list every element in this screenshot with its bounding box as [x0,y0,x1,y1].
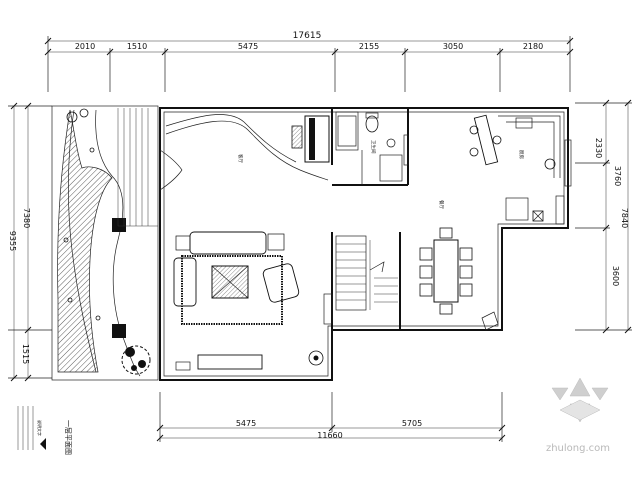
dim-top-seg-2: 1510 [127,42,147,51]
plan-legend: 说明文字 一层平面图 [17,406,72,455]
room-label-kitchen: 厨房 [518,150,525,159]
drawing-title: 一层平面图 [64,420,72,455]
living-room: 客厅 [165,114,333,371]
left-dimension-chain: 7380 9355 1515 [8,102,52,382]
bottom-dimension-chain: 5475 5705 11660 [156,392,506,442]
legend-notes: 说明文字 [37,420,43,436]
entry-steps [117,108,158,227]
dim-overall-top: 17615 [293,31,322,41]
dim-left-outer: 9355 [8,231,17,251]
dim-left-inner: 7380 [22,208,31,228]
tree-icon [121,345,151,375]
kitchen: 厨房 [469,114,561,222]
dim-top-seg-1: 2010 [75,42,95,51]
plant-icon [308,350,324,366]
shrub-group [63,108,101,321]
pillar-upper [112,218,126,232]
watermark-text: zhulong.com [546,443,610,454]
dim-bottom-seg-2: 5705 [402,419,422,428]
dim-left-bottom: 1515 [21,344,30,364]
room-label-living: 客厅 [237,154,244,163]
dim-top-seg-4: 2155 [359,42,379,51]
watermark-logo-icon [551,377,609,423]
room-label-bath: 卫生间 [370,140,377,154]
entry-door [159,149,183,191]
room-label-dining: 餐厅 [438,200,445,209]
tv-cabinet [197,354,263,370]
dining-area: 餐厅 [419,200,499,331]
sofa-set [173,231,300,307]
dim-right-outer: 7840 [620,208,629,228]
living-rug [181,255,283,325]
staircase [335,235,398,311]
pillar-lower [112,324,126,338]
dim-bottom-seg-1: 5475 [236,419,256,428]
dim-top-seg-5: 3050 [443,42,463,51]
dim-right-1: 2330 [594,138,603,158]
right-dimension-chain: 2330 3760 3600 7840 [575,99,632,334]
top-dimension-chain: 17615 2010 1510 5475 2155 3050 2180 [44,31,574,92]
bathroom: 卫生间 [335,111,409,182]
watermark: zhulong.com [546,377,610,454]
dim-right-3: 3600 [611,266,620,286]
dim-top-seg-6: 2180 [523,42,543,51]
piano-icon [291,115,330,163]
dim-right-2: 3760 [613,166,622,186]
toilet-icon [365,115,379,133]
dining-table [433,239,459,303]
dim-bottom-total: 11660 [317,431,342,440]
dim-top-seg-3: 5475 [238,42,258,51]
garden-terrace [51,105,159,381]
